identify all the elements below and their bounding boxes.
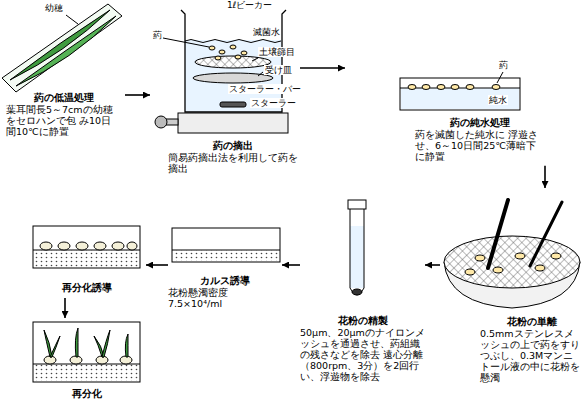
water-surface bbox=[400, 88, 520, 89]
step-title: 葯の純水処理 bbox=[415, 117, 545, 129]
step-text: 葯の低温処理葉耳間長5～7cmの幼穂をセロハンで包 み10日間10℃に静置 bbox=[6, 92, 121, 138]
step-text: 葯の純水処理葯を滅菌した純水に 浮遊させ、6～10日間25℃薄暗下に静置 bbox=[415, 117, 545, 163]
dish bbox=[33, 322, 140, 382]
process-step: 葯の純水処理葯を滅菌した純水に 浮遊させ、6～10日間25℃薄暗下に静置 bbox=[345, 55, 548, 166]
step-description: 花粉懸濁密度 7.5×10⁴/ml bbox=[168, 288, 282, 310]
part-label: 受け皿 bbox=[264, 65, 293, 75]
saucer bbox=[193, 73, 273, 83]
stirrer-knob bbox=[155, 116, 167, 128]
leader-line bbox=[252, 58, 258, 61]
step-title: 葯の摘出 bbox=[168, 140, 298, 152]
tray-illustration bbox=[400, 72, 520, 110]
process-step: 花粉の単離0.5mmステンレスメッシュの上で葯をすりつぶし、0.3Mマンニトール… bbox=[440, 188, 585, 398]
step-title: 花粉の精製 bbox=[300, 315, 425, 327]
medium bbox=[173, 250, 279, 261]
part-label: 滅菌水 bbox=[252, 27, 281, 37]
pellet bbox=[352, 289, 362, 295]
anthers bbox=[465, 253, 561, 275]
step-text: 葯の摘出簡易葯摘出法を利用して葯を摘出 bbox=[168, 140, 298, 175]
stainless-mesh bbox=[444, 236, 580, 288]
cellophane bbox=[2, 4, 122, 92]
part-label: 土壌篩目 bbox=[258, 47, 296, 57]
tube bbox=[350, 208, 364, 295]
process-step: 花粉の精製50μm、20μmのナイロンメッシュを通過させ、葯組織の残さなどを除去… bbox=[300, 195, 425, 400]
part-label: 1ℓビーカー bbox=[226, 0, 273, 10]
tube-illustration bbox=[348, 200, 366, 295]
spatula bbox=[530, 202, 562, 266]
leader-line bbox=[497, 72, 503, 83]
step-text: 再分化誘導 bbox=[28, 282, 146, 294]
flow-arrow bbox=[544, 166, 546, 188]
step-title: 再分化誘導 bbox=[28, 282, 146, 294]
leader-line bbox=[258, 72, 263, 76]
stirrer-bar bbox=[220, 102, 246, 107]
dish bbox=[172, 228, 280, 262]
panicle-illustration bbox=[2, 4, 122, 92]
panicle bbox=[10, 10, 110, 80]
part-label: 葯 bbox=[152, 30, 163, 40]
part-label: 純水 bbox=[488, 95, 508, 105]
part-label: スターラー・バー bbox=[228, 84, 302, 94]
step-description: 簡易葯摘出法を利用して葯を摘出 bbox=[168, 153, 298, 175]
flow-arrow bbox=[125, 94, 150, 96]
part-label: スターラー bbox=[250, 98, 297, 108]
panicle bbox=[16, 16, 116, 86]
water-surface bbox=[185, 40, 281, 43]
step-text: カルス誘導花粉懸濁密度 7.5×10⁴/ml bbox=[168, 275, 282, 310]
suspension bbox=[350, 226, 364, 288]
process-step: 再分化誘導 bbox=[28, 220, 146, 298]
step-title: 花粉の単離 bbox=[480, 316, 583, 328]
leader-line bbox=[163, 38, 209, 47]
step-description: 50μm、20μmのナイロンメッシュを通過させ、葯組織の残さなどを除去 遠心分離… bbox=[300, 328, 425, 383]
shoots bbox=[44, 328, 128, 357]
calli bbox=[40, 242, 137, 250]
dish bbox=[33, 226, 140, 268]
step-text: 花粉の精製50μm、20μmのナイロンメッシュを通過させ、葯組織の残さなどを除去… bbox=[300, 315, 425, 383]
flow-arrow bbox=[64, 298, 66, 318]
step-title: 再分化 bbox=[28, 388, 146, 400]
step-title: カルス誘導 bbox=[168, 275, 282, 287]
leader-line bbox=[66, 15, 78, 24]
step-text: 再分化 bbox=[28, 388, 146, 400]
regeneration-tray-illustration bbox=[33, 226, 140, 268]
flow-arrow bbox=[300, 67, 345, 69]
medium bbox=[34, 364, 139, 381]
plantlet-tray-illustration bbox=[33, 322, 140, 382]
soil-sieve bbox=[195, 56, 271, 68]
medium-surface bbox=[172, 250, 280, 251]
callus-tray-illustration bbox=[172, 228, 280, 262]
stirrer-knob-shaft bbox=[166, 119, 178, 125]
step-description: 0.5mmステンレスメッシュの上で葯をすりつぶし、0.3Mマンニトール液の中に花… bbox=[480, 329, 583, 384]
tray bbox=[400, 78, 520, 110]
medium bbox=[34, 250, 139, 267]
process-step: 葯の低温処理葉耳間長5～7cmの幼穂をセロハンで包 み10日間10℃に静置 bbox=[2, 2, 125, 145]
process-step: 再分化 bbox=[28, 318, 146, 412]
water bbox=[401, 88, 519, 109]
step-text: 花粉の単離0.5mmステンレスメッシュの上で葯をすりつぶし、0.3Mマンニトール… bbox=[480, 316, 583, 384]
process-step: カルス誘導花粉懸濁密度 7.5×10⁴/ml bbox=[168, 220, 282, 313]
pestle bbox=[488, 200, 508, 268]
beaker bbox=[181, 10, 286, 112]
part-label: 幼穂 bbox=[44, 3, 64, 13]
step-description: 葉耳間長5～7cmの幼穂をセロハンで包 み10日間10℃に静置 bbox=[6, 105, 121, 138]
step-description: 葯を滅菌した純水に 浮遊させ、6～10日間25℃薄暗下に静置 bbox=[415, 130, 545, 163]
anthers bbox=[209, 45, 247, 60]
tube-cap bbox=[348, 200, 366, 209]
part-label: 葯 bbox=[498, 60, 509, 70]
flow-arrow bbox=[425, 264, 440, 266]
stirrer bbox=[178, 113, 288, 133]
sieve-bowl-illustration bbox=[444, 200, 580, 308]
anthers bbox=[408, 85, 500, 90]
flow-arrow bbox=[282, 264, 300, 266]
calli bbox=[44, 356, 132, 364]
flow-arrow bbox=[146, 264, 168, 266]
step-title: 葯の低温処理 bbox=[6, 92, 121, 104]
